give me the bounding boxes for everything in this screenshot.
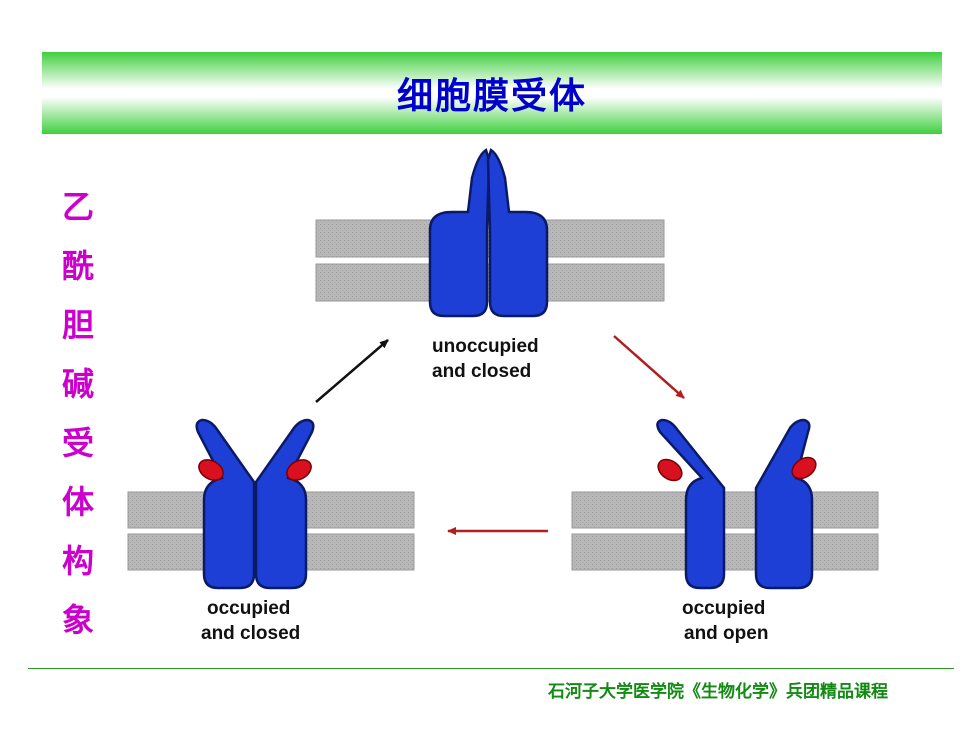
state-label-line2: and closed (432, 361, 531, 382)
side-title-char: 胆 (61, 306, 94, 344)
footer-divider (28, 668, 954, 669)
receptor-subunit-left (428, 148, 491, 318)
arrow-top-to-right (613, 335, 685, 399)
receptor-subunit-left (195, 418, 256, 590)
footer-course-name: 石河子大学医学院《生物化学》兵团精品课程 (548, 682, 888, 702)
side-title-char: 酰 (61, 247, 94, 285)
title-banner: 细胞膜受体 (42, 52, 942, 134)
state-unoccupied-closed: unoccupied and closed (315, 148, 665, 382)
receptor-subunit-right (254, 418, 315, 590)
side-title-char: 受 (61, 424, 94, 462)
state-label-line2: and open (684, 623, 768, 644)
receptor-subunit-left (656, 418, 726, 590)
side-title-char: 碱 (61, 365, 94, 403)
acetylcholine-ligand (286, 459, 312, 481)
state-occupied-closed: occupied and closed (127, 418, 415, 644)
state-label-line1: unoccupied (432, 336, 539, 357)
receptor-subunit-right (754, 418, 814, 590)
side-title: 乙 酰 胆 碱 受 体 构 象 (48, 178, 108, 650)
receptor-subunit-right (486, 148, 549, 318)
state-label-line2: and closed (201, 623, 300, 644)
side-title-char: 乙 (61, 188, 94, 226)
side-title-char: 体 (61, 483, 94, 521)
acetylcholine-ligand (198, 459, 224, 481)
side-title-char: 构 (61, 542, 94, 580)
acetylcholine-ligand (791, 456, 817, 480)
state-occupied-open: occupied and open (571, 418, 879, 644)
side-title-char: 象 (61, 601, 94, 639)
state-label-line1: occupied (207, 598, 290, 619)
acetylcholine-ligand (657, 458, 683, 482)
arrow-left-to-top (315, 339, 389, 403)
page-title: 细胞膜受体 (396, 75, 587, 117)
state-label-line1: occupied (682, 598, 765, 619)
